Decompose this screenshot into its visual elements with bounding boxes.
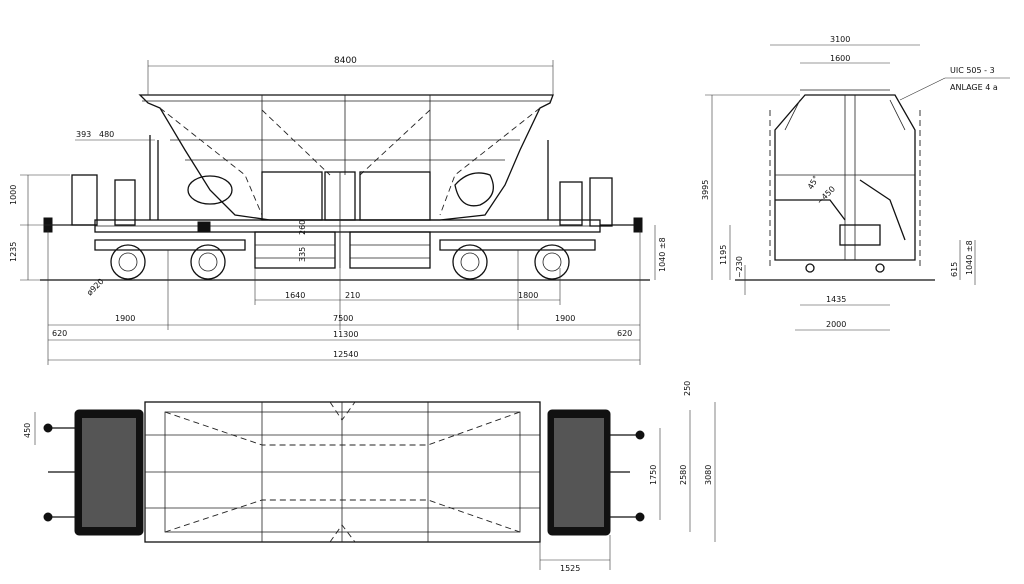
dim-1900-left: 1900: [115, 314, 135, 323]
dim-230: ~230: [735, 256, 744, 278]
dim-7500: 7500: [333, 314, 353, 323]
dim-1900-right: 1900: [555, 314, 575, 323]
dim-1040-side: 1040 ±8: [658, 237, 667, 272]
dim-250: 250: [683, 381, 692, 396]
dim-335: 335: [298, 247, 307, 262]
dim-480: 480: [99, 130, 114, 139]
dim-11300: 11300: [333, 330, 358, 339]
dim-210: 210: [345, 291, 360, 300]
note-anlage: ANLAGE 4 a: [950, 83, 998, 92]
dim-45-deg: 45°: [806, 174, 821, 191]
note-uic: UIC 505 - 3: [950, 66, 995, 75]
dim-1600: 1600: [830, 54, 850, 63]
dim-1235: 1235: [9, 242, 18, 262]
dim-3100: 3100: [830, 35, 850, 44]
dim-1800: 1800: [518, 291, 538, 300]
dim-620-right: 620: [617, 329, 632, 338]
dim-393: 393: [76, 130, 91, 139]
dim-1640: 1640: [285, 291, 305, 300]
plan-view: 450 250 1750 2580 3080 1525: [23, 381, 716, 573]
end-view: 3100 1600 UIC 505 - 3 ANLAGE 4 a 3995 11…: [701, 35, 1010, 331]
dim-615: 615: [950, 262, 959, 277]
dim-12540: 12540: [333, 350, 358, 359]
dim-2000: 2000: [826, 320, 846, 329]
dim-1040-end: 1040 ±8: [965, 240, 974, 275]
dim-3995: 3995: [701, 180, 710, 200]
side-view: 8400 393 480 1000 1235 260 335 ø920 1040…: [9, 56, 667, 365]
dim-1435: 1435: [826, 295, 846, 304]
dim-620-left: 620: [52, 329, 67, 338]
dim-2580: 2580: [679, 465, 688, 485]
dim-1000: 1000: [9, 185, 18, 205]
dim-8400: 8400: [334, 56, 357, 66]
dim-1195: 1195: [719, 245, 728, 265]
dim-450-approx: ~450: [815, 185, 837, 207]
dim-3080: 3080: [704, 465, 713, 485]
dim-450-plan: 450: [23, 423, 32, 438]
dim-1525: 1525: [560, 564, 580, 573]
dim-260: 260: [298, 220, 307, 235]
dim-1750: 1750: [649, 465, 658, 485]
